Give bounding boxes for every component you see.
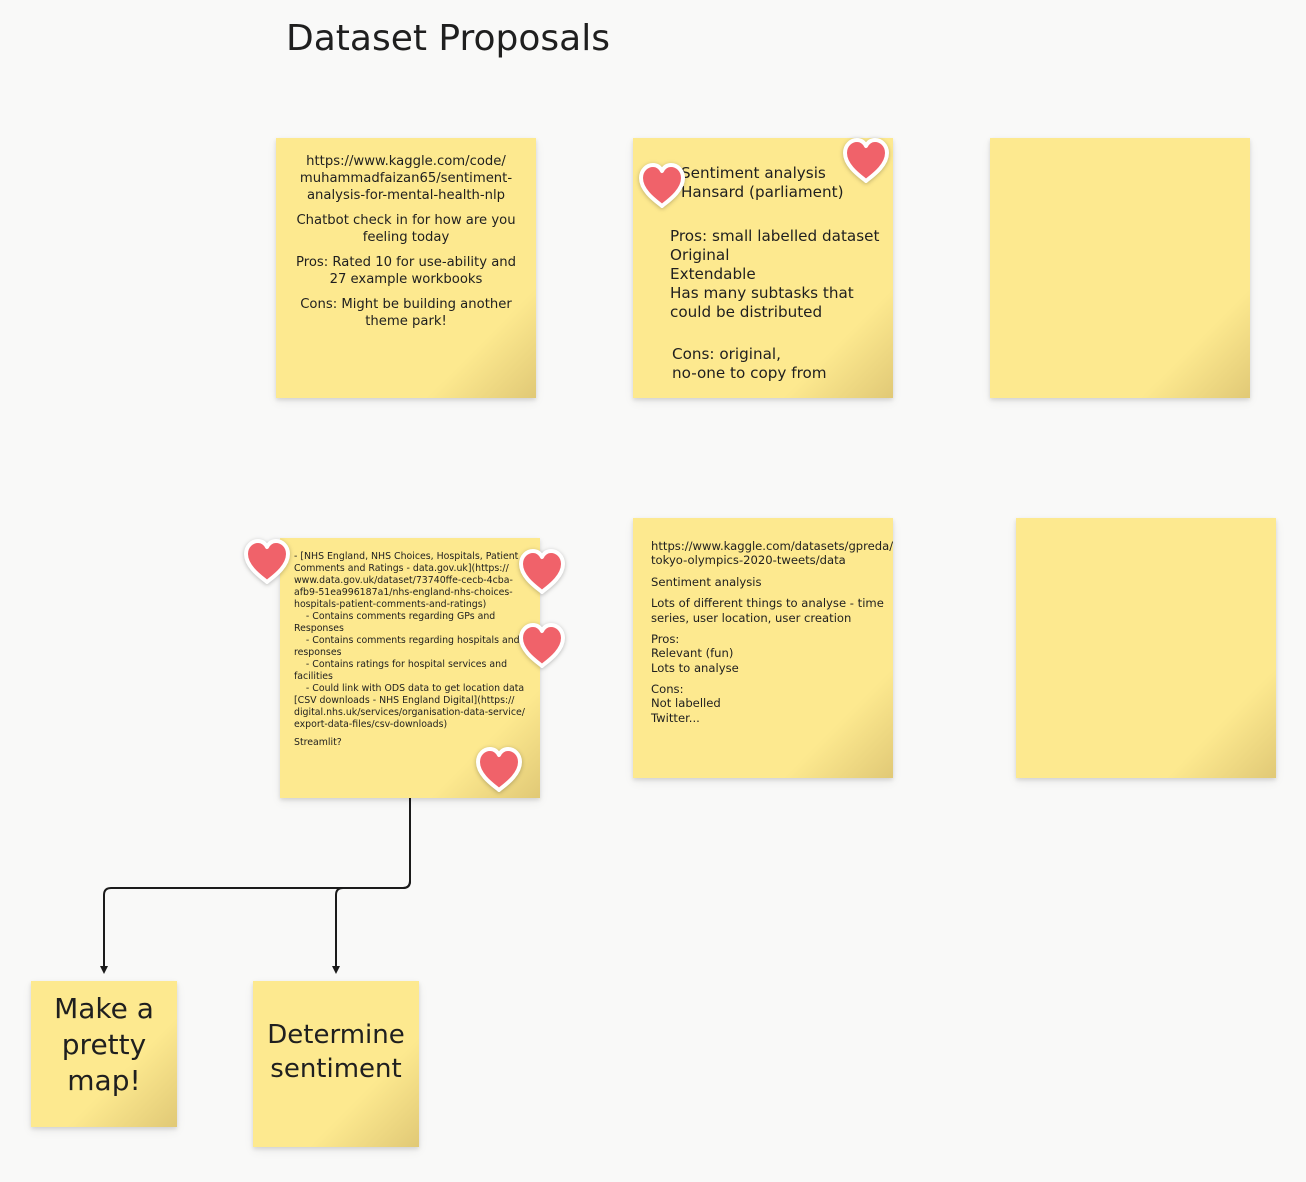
text-line xyxy=(284,246,528,254)
text-line: Original xyxy=(670,246,730,264)
text-line: Determine xyxy=(267,1020,405,1050)
text-line: no-one to copy from xyxy=(672,364,827,382)
text-line: Cons: original, xyxy=(672,345,781,363)
text-line: Chatbot check in for how are you xyxy=(296,212,516,228)
text-line: Twitter... xyxy=(651,710,700,725)
text-line: - Contains comments regarding hospitals … xyxy=(294,635,520,646)
text-line: 27 example workbooks xyxy=(329,271,483,287)
text-line: pretty xyxy=(61,1028,147,1061)
heart-reaction-icon[interactable] xyxy=(241,537,293,587)
text-line: could be distributed xyxy=(670,303,823,321)
text-line: Make a xyxy=(54,992,154,1025)
text-line: Comments and Ratings - data.gov.uk](http… xyxy=(294,563,509,574)
connector-to-map xyxy=(100,798,411,974)
text-line: Pros: Rated 10 for use-ability and xyxy=(295,254,517,270)
text-line: export-data-files/csv-downloads) xyxy=(294,719,448,730)
sticky-text: Determine sentiment xyxy=(253,1018,419,1086)
text-line: feeling today xyxy=(362,229,450,245)
text-line: Cons: xyxy=(651,682,684,697)
text-line: series, user location, user creation xyxy=(651,610,852,625)
text-line xyxy=(284,204,528,212)
sticky-note-determine-sentiment[interactable]: Determine sentiment xyxy=(253,981,419,1147)
text-line: - Contains comments regarding GPs and xyxy=(294,611,496,622)
text-line: Pros: small labelled dataset xyxy=(670,227,880,245)
connector-to-sentiment xyxy=(332,798,411,974)
text-line xyxy=(651,675,893,682)
text-line: sentiment xyxy=(270,1054,402,1084)
heart-reaction-icon[interactable] xyxy=(840,136,892,186)
text-line: Sentiment analysis xyxy=(681,164,826,182)
text-line: Streamlit? xyxy=(294,736,342,748)
sticky-cons-text: Cons: original,no-one to copy from xyxy=(672,345,827,383)
text-line: Not labelled xyxy=(651,696,721,711)
text-line: Sentiment analysis xyxy=(651,574,762,589)
sticky-text: - [NHS England, NHS Choices, Hospitals, … xyxy=(294,551,534,749)
heart-reaction-icon[interactable] xyxy=(516,547,568,597)
text-line: theme park! xyxy=(365,313,447,329)
text-line: Lots to analyse xyxy=(651,660,739,675)
text-line: www.data.gov.uk/dataset/73740ffe-cecb-4c… xyxy=(294,575,513,586)
text-line: hospitals-patient-comments-and-ratings) xyxy=(294,599,487,610)
text-line xyxy=(651,568,893,575)
text-line: - Contains ratings for hospital services… xyxy=(294,659,508,670)
text-line: - Could link with ODS data to get locati… xyxy=(294,683,525,694)
text-line: map! xyxy=(67,1064,141,1097)
text-line: [CSV downloads - NHS England Digital](ht… xyxy=(294,695,515,706)
text-line: https://www.kaggle.com/code/ xyxy=(306,154,506,169)
sticky-note-empty[interactable] xyxy=(990,138,1250,398)
heart-reaction-icon[interactable] xyxy=(473,745,525,795)
text-line: tokyo-olympics-2020-tweets/data xyxy=(651,553,846,568)
text-line: facilities xyxy=(294,671,333,682)
text-line: Hansard (parliament) xyxy=(681,183,844,201)
text-line: afb9-51ea996187a1/nhs-england-nhs-choice… xyxy=(294,587,513,598)
text-line: muhammadfaizan65/sentiment- xyxy=(299,171,513,186)
sticky-text: https://www.kaggle.com/code/muhammadfaiz… xyxy=(284,153,528,330)
sticky-text: https://www.kaggle.com/datasets/gpreda/t… xyxy=(651,539,893,725)
text-line xyxy=(651,589,893,596)
sticky-note-empty[interactable] xyxy=(1016,518,1276,778)
board-title: Dataset Proposals xyxy=(286,18,610,59)
text-line: Has many subtasks that xyxy=(670,284,854,302)
sticky-note-tokyo-olympics[interactable]: https://www.kaggle.com/datasets/gpreda/t… xyxy=(633,518,893,778)
text-line: Pros: xyxy=(651,631,680,646)
text-line: - [NHS England, NHS Choices, Hospitals, … xyxy=(294,551,519,562)
text-line: Lots of different things to analyse - ti… xyxy=(651,596,884,611)
text-line: digital.nhs.uk/services/organisation-dat… xyxy=(294,707,525,718)
text-line: responses xyxy=(294,647,342,658)
text-line: Extendable xyxy=(670,265,756,283)
text-line: Responses xyxy=(294,623,344,634)
text-line: Relevant (fun) xyxy=(651,646,734,661)
text-line: analysis-for-mental-health-nlp xyxy=(306,188,506,203)
text-line xyxy=(651,625,893,632)
text-line: Cons: Might be building another xyxy=(300,296,512,312)
text-line: https://www.kaggle.com/datasets/gpreda/ xyxy=(651,539,893,553)
heart-reaction-icon[interactable] xyxy=(516,621,568,671)
sticky-note-kaggle-mental-health[interactable]: https://www.kaggle.com/code/muhammadfaiz… xyxy=(276,138,536,398)
text-line xyxy=(284,288,528,296)
heart-reaction-icon[interactable] xyxy=(636,161,688,211)
